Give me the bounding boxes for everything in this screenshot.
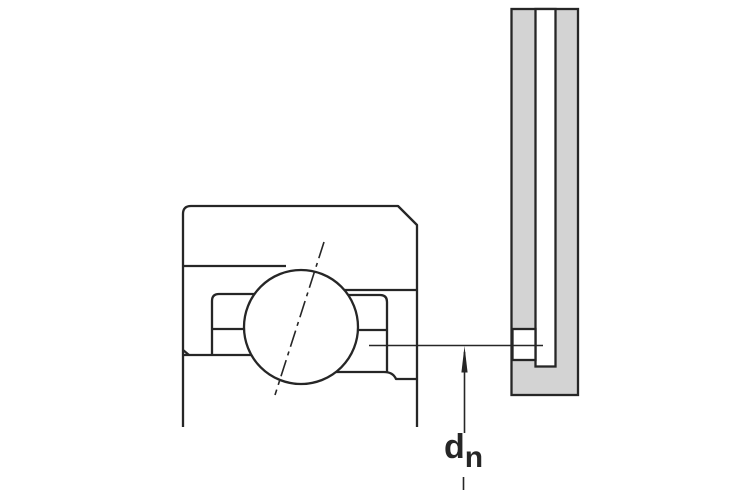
cage-left [210,292,258,355]
contact-angle-centerline [274,241,325,396]
ball-rolling-element [242,268,360,386]
oil-jet-nozzle [510,7,580,397]
cage-right [343,293,389,372]
dn-symbol: d [444,428,465,466]
dimension-dn [369,344,543,490]
nozzle-orifice-notch [511,327,537,362]
bearing-outer-profile [181,204,419,427]
nozzle-bore-channel [534,7,557,368]
dn-dimension-label: dn [444,428,483,473]
bearing-cross-section [181,204,419,427]
dn-subscript: n [464,441,484,474]
dn-arrowhead [461,346,468,373]
inner-ring-raceway-right [332,370,416,381]
